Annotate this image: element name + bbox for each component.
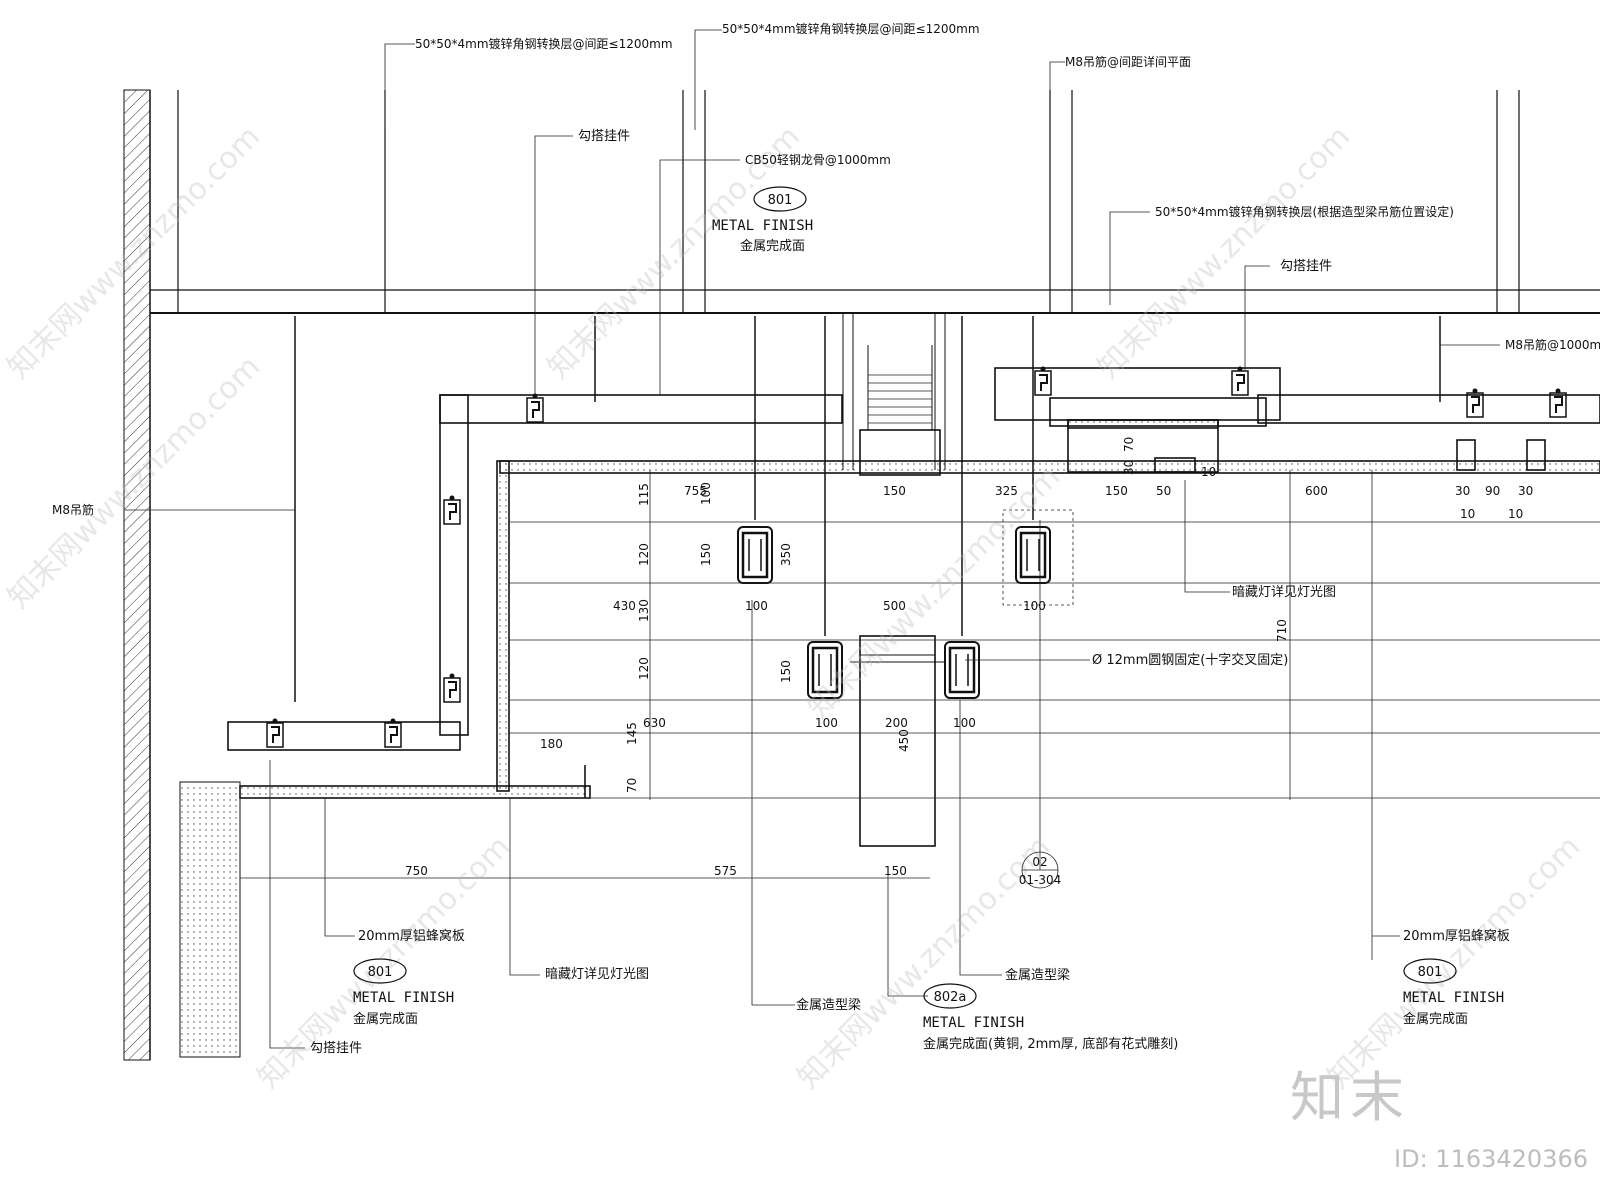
- svg-text:801: 801: [768, 193, 793, 208]
- label-cb50: CB50轻钢龙骨@1000mm: [745, 153, 891, 167]
- svg-text:600: 600: [1305, 484, 1328, 498]
- svg-text:755: 755: [684, 484, 707, 498]
- svg-text:575: 575: [714, 864, 737, 878]
- svg-text:430: 430: [613, 599, 636, 613]
- ceiling-frame: [227, 345, 1600, 799]
- svg-text:10: 10: [1460, 507, 1475, 521]
- svg-text:325: 325: [995, 484, 1018, 498]
- svg-text:710: 710: [1275, 619, 1289, 642]
- svg-text:知末网www.znzmo.com: 知末网www.znzmo.com: [251, 829, 517, 1095]
- svg-text:750: 750: [405, 864, 428, 878]
- svg-text:01-304: 01-304: [1019, 873, 1062, 887]
- label-hidden-light-bottom: 暗藏灯详见灯光图: [545, 967, 649, 982]
- label-hook-bottom: 勾搭挂件: [310, 1040, 362, 1056]
- label-angle-top-mid: 50*50*4mm镀锌角钢转换层@间距≤1200mm: [722, 21, 980, 36]
- svg-text:10: 10: [1508, 507, 1523, 521]
- label-angle-top-left: 50*50*4mm镀锌角钢转换层@间距≤1200mm: [415, 36, 673, 51]
- dimensions: 755 150 325 150 50 600 30 90 30 10 10 10…: [405, 437, 1533, 878]
- svg-text:100: 100: [953, 716, 976, 730]
- svg-text:METAL FINISH: METAL FINISH: [353, 990, 454, 1006]
- finish-tag-bottom-left: 801 METAL FINISH 金属完成面: [353, 958, 454, 1027]
- finish-tag-top: 801 METAL FINISH 金属完成面: [712, 186, 813, 254]
- svg-text:METAL FINISH: METAL FINISH: [712, 218, 813, 234]
- label-panel-left: 20mm厚铝蜂窝板: [358, 928, 465, 944]
- svg-text:METAL FINISH: METAL FINISH: [1403, 990, 1504, 1006]
- svg-text:90: 90: [1485, 484, 1500, 498]
- svg-text:150: 150: [884, 864, 907, 878]
- svg-text:30: 30: [1122, 460, 1136, 475]
- label-hidden-light-right: 暗藏灯详见灯光图: [1232, 585, 1336, 600]
- brand-watermark: 知末: [1290, 1066, 1410, 1129]
- svg-text:801: 801: [368, 965, 393, 980]
- svg-text:50: 50: [1156, 484, 1171, 498]
- section-marker: 02 01-304: [1019, 851, 1062, 889]
- svg-text:30: 30: [1518, 484, 1533, 498]
- label-hook-2: 勾搭挂件: [1280, 258, 1332, 274]
- label-rod-detail: M8吊筋@间距详间平面: [1065, 54, 1191, 69]
- finish-tag-bottom-mid: 802a METAL FINISH 金属完成面(黄铜, 2mm厚, 底部有花式雕…: [923, 983, 1178, 1052]
- metal-beams: [736, 509, 1074, 700]
- svg-text:100: 100: [1023, 599, 1046, 613]
- svg-text:801: 801: [1418, 965, 1443, 980]
- svg-text:30: 30: [1455, 484, 1470, 498]
- brass-beam: [850, 635, 945, 847]
- structure-lines: [150, 90, 1600, 314]
- svg-text:630: 630: [643, 716, 666, 730]
- label-steel-fix: Ø 12mm圆钢固定(十字交叉固定): [1092, 652, 1288, 668]
- label-rod-left: M8吊筋: [52, 502, 94, 517]
- svg-text:金属完成面(黄铜, 2mm厚, 底部有花式雕刻): 金属完成面(黄铜, 2mm厚, 底部有花式雕刻): [923, 1036, 1178, 1052]
- svg-text:金属完成面: 金属完成面: [1403, 1011, 1468, 1027]
- svg-text:金属完成面: 金属完成面: [740, 238, 805, 254]
- label-angle-right: 50*50*4mm镀锌角钢转换层(根据造型梁吊筋位置设定): [1155, 204, 1454, 219]
- wall-hatch: [123, 89, 241, 1061]
- svg-text:130: 130: [637, 599, 651, 622]
- svg-text:145: 145: [625, 722, 639, 745]
- svg-text:70: 70: [1122, 437, 1136, 452]
- svg-text:350: 350: [779, 543, 793, 566]
- light-trough-fill: [868, 374, 932, 424]
- svg-text:200: 200: [885, 716, 908, 730]
- annotations: 50*50*4mm镀锌角钢转换层@间距≤1200mm 50*50*4mm镀锌角钢…: [52, 21, 1600, 1056]
- svg-text:150: 150: [883, 484, 906, 498]
- svg-text:150: 150: [779, 660, 793, 683]
- svg-text:知末网www.znzmo.com: 知末网www.znzmo.com: [791, 829, 1057, 1095]
- label-rod-right: M8吊筋@1000mm: [1505, 337, 1600, 352]
- svg-text:100: 100: [815, 716, 838, 730]
- grid-lines: [240, 470, 1600, 960]
- svg-text:70: 70: [625, 778, 639, 793]
- label-beam-1: 金属造型梁: [796, 997, 861, 1013]
- svg-text:METAL FINISH: METAL FINISH: [923, 1015, 1024, 1031]
- svg-text:450: 450: [897, 729, 911, 752]
- svg-text:180: 180: [540, 737, 563, 751]
- svg-text:100: 100: [745, 599, 768, 613]
- label-beam-2: 金属造型梁: [1005, 967, 1070, 983]
- svg-text:115: 115: [637, 483, 651, 506]
- finish-tag-bottom-right: 801 METAL FINISH 金属完成面: [1403, 958, 1504, 1027]
- svg-text:120: 120: [637, 543, 651, 566]
- svg-text:知末网www.znzmo.com: 知末网www.znzmo.com: [1091, 119, 1357, 385]
- label-hook-1: 勾搭挂件: [578, 128, 630, 144]
- svg-text:知末网www.znzmo.com: 知末网www.znzmo.com: [801, 459, 1067, 725]
- svg-text:100: 100: [699, 482, 713, 505]
- svg-text:金属完成面: 金属完成面: [353, 1011, 418, 1027]
- svg-text:802a: 802a: [934, 990, 967, 1005]
- svg-text:120: 120: [637, 657, 651, 680]
- svg-text:10: 10: [1201, 465, 1216, 479]
- svg-text:02: 02: [1032, 855, 1047, 869]
- svg-text:150: 150: [1105, 484, 1128, 498]
- svg-text:500: 500: [883, 599, 906, 613]
- label-panel-right: 20mm厚铝蜂窝板: [1403, 928, 1510, 944]
- svg-text:150: 150: [699, 543, 713, 566]
- image-id: ID: 1163420366: [1394, 1145, 1588, 1173]
- leader-lines: [125, 29, 1500, 1049]
